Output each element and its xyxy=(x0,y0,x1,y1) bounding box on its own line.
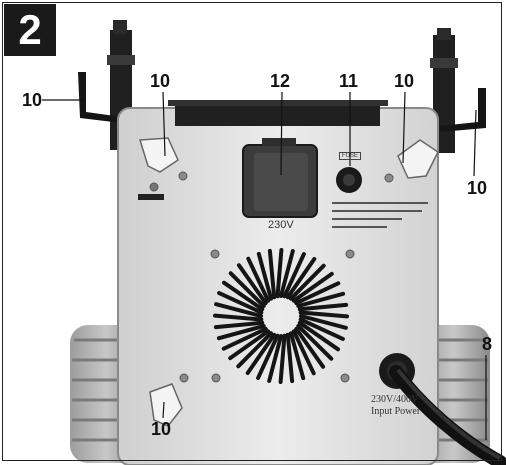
callout-clip-top-left: 10 xyxy=(150,71,171,91)
callout-handle-left: 10 xyxy=(22,90,43,110)
fuse-label: FUSE xyxy=(339,152,362,160)
socket-voltage-label: 230V xyxy=(268,219,294,231)
input-voltage-label: 230V/400V xyxy=(371,394,419,405)
fan-slot xyxy=(298,317,345,341)
fan-slot xyxy=(221,326,268,351)
fan-slot xyxy=(289,331,306,381)
fan-slot xyxy=(246,256,271,303)
clip-top-left xyxy=(139,137,179,173)
fan-slot xyxy=(296,291,346,308)
fan-slot xyxy=(285,257,317,300)
fan-grille xyxy=(213,248,349,384)
fan-slot xyxy=(245,332,277,375)
callout-fuse: 11 xyxy=(339,71,359,91)
fan-slot xyxy=(299,314,348,330)
power-cable xyxy=(389,365,506,465)
clip-bottom xyxy=(149,383,183,427)
fan-slot xyxy=(236,263,268,306)
leader-lines xyxy=(42,91,487,440)
callout-clip-bottom: 10 xyxy=(151,419,172,439)
fan-slot xyxy=(256,251,273,301)
fan-slot xyxy=(236,331,273,369)
fan-slot xyxy=(256,333,280,380)
fan-slot xyxy=(297,320,340,352)
fan-slot xyxy=(285,332,295,384)
fan-slot xyxy=(289,263,326,301)
fan-slot xyxy=(216,324,266,341)
callout-socket: 12 xyxy=(270,71,291,91)
fan-slot xyxy=(213,320,265,330)
input-power-label: Input Power xyxy=(371,406,421,417)
fan-slot xyxy=(213,313,264,322)
fan-slot xyxy=(282,252,306,299)
callout-cable: 8 xyxy=(482,334,493,354)
fan-slot xyxy=(278,333,287,384)
fan-slot xyxy=(294,281,341,306)
fan-slot xyxy=(296,324,334,361)
figure-number-badge: 2 xyxy=(4,4,56,56)
fan-slot xyxy=(275,248,284,299)
fuse-holder xyxy=(336,167,362,193)
callout-handle-right: 10 xyxy=(467,178,488,198)
fan-slot xyxy=(228,271,266,308)
fan-slot xyxy=(228,329,271,361)
fan-slot xyxy=(291,271,334,303)
fan-slot xyxy=(297,302,349,312)
fan-slot xyxy=(291,329,316,376)
fan-slot xyxy=(279,249,295,298)
fan-slot xyxy=(222,280,265,312)
right-handle-bracket xyxy=(440,88,486,132)
power-socket xyxy=(242,138,318,218)
fan-slot xyxy=(294,326,326,369)
fan-slot xyxy=(267,334,283,383)
clip-top-right xyxy=(397,139,439,179)
callout-clip-top-right: 10 xyxy=(394,71,415,91)
fan-slot xyxy=(298,310,349,319)
fan-slot xyxy=(214,302,263,318)
figure-frame xyxy=(2,2,502,461)
fan-slot xyxy=(217,291,264,315)
fan-slot xyxy=(267,248,277,300)
